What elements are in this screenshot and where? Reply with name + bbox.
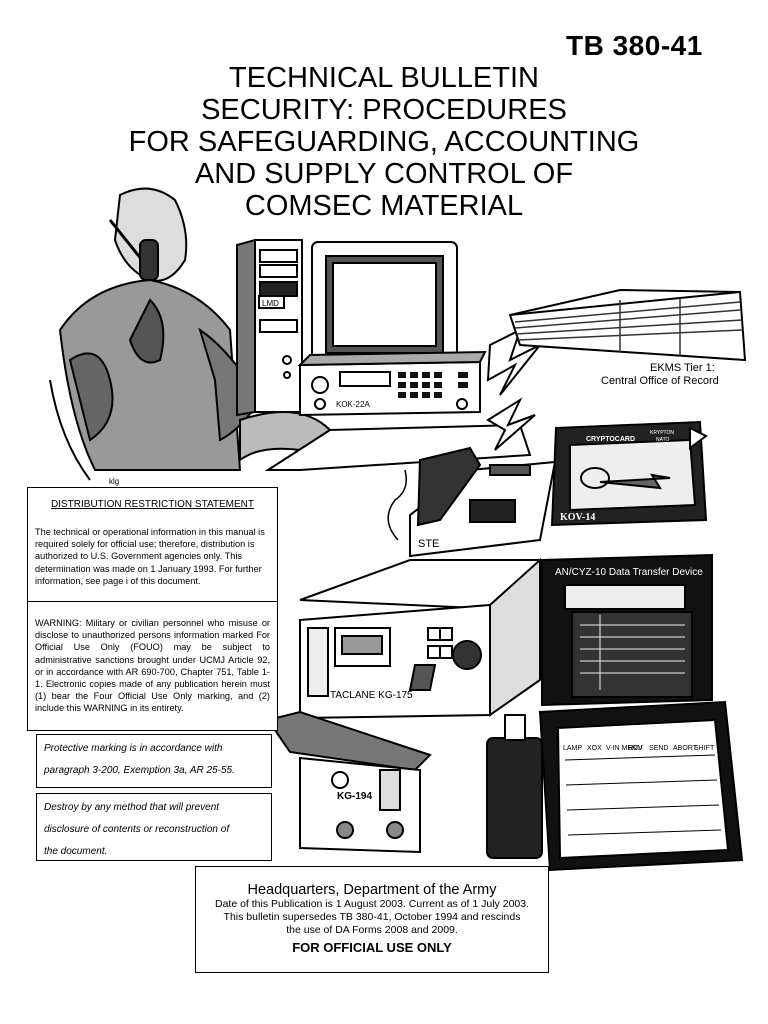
ste-phone <box>387 446 557 558</box>
title-line: FOR SAFEGUARDING, ACCOUNTING <box>128 126 640 158</box>
krypton-label: KRYPTON <box>650 430 674 436</box>
protective-marking-line: Protective marking is in accordance with <box>44 743 223 754</box>
protective-marking-line: paragraph 3-200, Exemption 3a, AR 25-55. <box>44 765 235 776</box>
cryptocard-label: CRYPTOCARD <box>586 436 635 443</box>
ste-label: STE <box>418 538 439 550</box>
title-line: COMSEC MATERIAL <box>244 190 524 222</box>
ekms-tier-label: EKMS Tier 1: <box>650 362 715 374</box>
monitor <box>311 241 458 381</box>
kov14-card <box>550 420 708 527</box>
distribution-heading: DISTRIBUTION RESTRICTION STATEMENT <box>51 499 254 510</box>
taclane-label: TACLANE KG-175 <box>330 690 413 701</box>
supersedes-note: This bulletin supersedes TB 380-41, Octo… <box>223 911 521 923</box>
fouo-warning: WARNING: Military or civilian personnel … <box>35 618 270 714</box>
kok22a-unit <box>297 350 487 417</box>
doc-number: TB 380-41 <box>566 30 703 61</box>
kg194-device <box>266 710 432 854</box>
dtd-key-grid <box>564 754 722 836</box>
dtd-keypad: LAMP XOX V-IN MENU RCV SEND ABORT SHIFT <box>563 745 715 752</box>
ekms-office-label: Central Office of Record <box>601 375 719 387</box>
kok22a-label: KOK-22A <box>336 400 370 409</box>
dtd-key-xox: XOX <box>587 745 602 752</box>
distribution-statement: The technical or operational information… <box>35 527 265 586</box>
computer-tower <box>236 238 303 417</box>
distribution-restriction-box: DISTRIBUTION RESTRICTION STATEMENT The t… <box>27 487 278 731</box>
kg194-label: KG-194 <box>337 791 372 802</box>
hq-org: Headquarters, Department of the Army <box>247 882 497 898</box>
dtd-key-menu: V-IN MENU <box>606 745 642 752</box>
fouo-marking: FOR OFFICIAL USE ONLY <box>292 940 452 955</box>
title-line: TECHNICAL BULLETIN <box>229 62 539 94</box>
page-title: TECHNICAL BULLETIN SECURITY: PROCEDURES … <box>84 62 684 222</box>
protective-marking-box: Protective marking is in accordance with… <box>36 734 272 788</box>
dtd-key-send: SEND <box>649 745 668 752</box>
destruction-line: Destroy by any method that will prevent <box>44 802 220 813</box>
kov14-label: KOV-14 <box>560 512 595 523</box>
dtd-key-rcv: RCV <box>628 745 643 752</box>
destruction-notice-box: Destroy by any method that will prevent … <box>36 793 272 861</box>
nato-label: NATO <box>656 437 670 443</box>
rescinds-note: the use of DA Forms 2008 and 2009. <box>286 924 458 936</box>
title-line: AND SUPPLY CONTROL OF <box>194 158 574 190</box>
dtd-key-abort: ABORT <box>673 745 698 752</box>
destruction-line: disclosure of contents or reconstruction… <box>44 824 230 835</box>
ekms-server <box>508 288 747 362</box>
title-line: SECURITY: PROCEDURES <box>201 94 567 126</box>
dtd-key-lamp: LAMP <box>563 745 582 752</box>
dtd-device <box>486 553 744 872</box>
dtd-title: AN/CYZ-10 Data Transfer Device <box>555 567 703 578</box>
headquarters-box: Headquarters, Department of the Army Dat… <box>195 866 549 973</box>
taclane-kg175 <box>299 557 542 720</box>
divider <box>28 601 277 602</box>
soldier-figure <box>49 187 332 481</box>
destruction-line: the document. <box>44 846 108 857</box>
publication-date: Date of this Publication is 1 August 200… <box>214 898 530 910</box>
lmd-label: LMD <box>262 299 279 308</box>
dtd-key-shift: SHIFT <box>694 745 715 752</box>
artist-mark: klg <box>109 477 119 486</box>
